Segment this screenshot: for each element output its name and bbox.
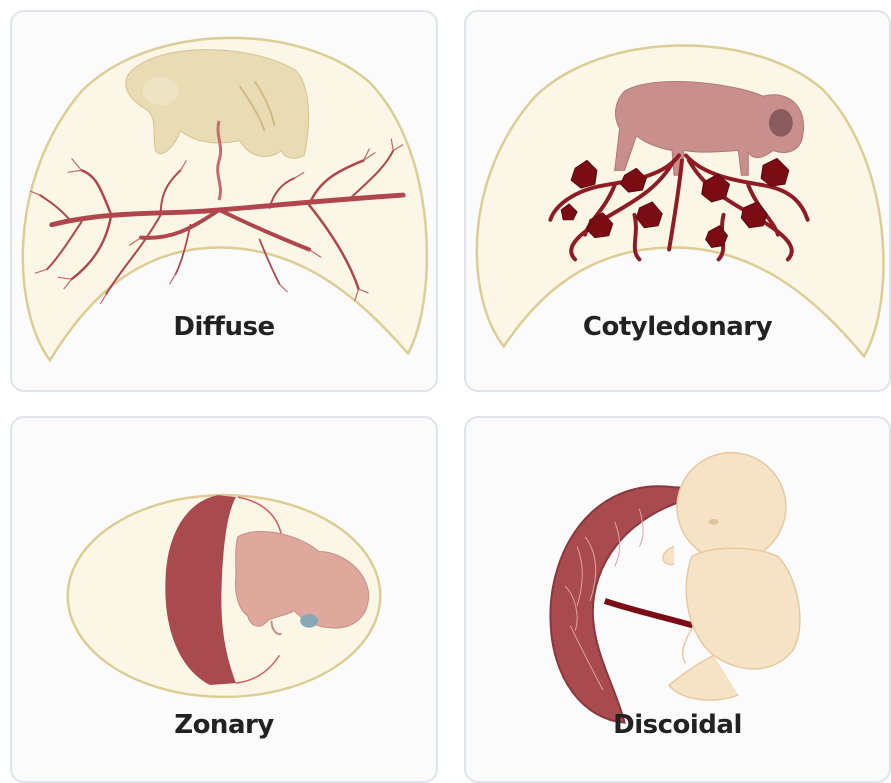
panel-zonary: Zonary	[10, 416, 438, 783]
umbilical-cord	[605, 601, 694, 626]
label-discoidal: Discoidal	[466, 710, 889, 740]
panel-discoidal: Discoidal	[464, 416, 891, 783]
label-zonary: Zonary	[12, 710, 436, 740]
human-fetus	[663, 453, 800, 700]
panel-diffuse: Diffuse	[10, 10, 438, 392]
label-diffuse: Diffuse	[12, 312, 436, 342]
label-cotyledonary: Cotyledonary	[466, 312, 889, 342]
panel-cotyledonary: Cotyledonary	[464, 10, 891, 392]
